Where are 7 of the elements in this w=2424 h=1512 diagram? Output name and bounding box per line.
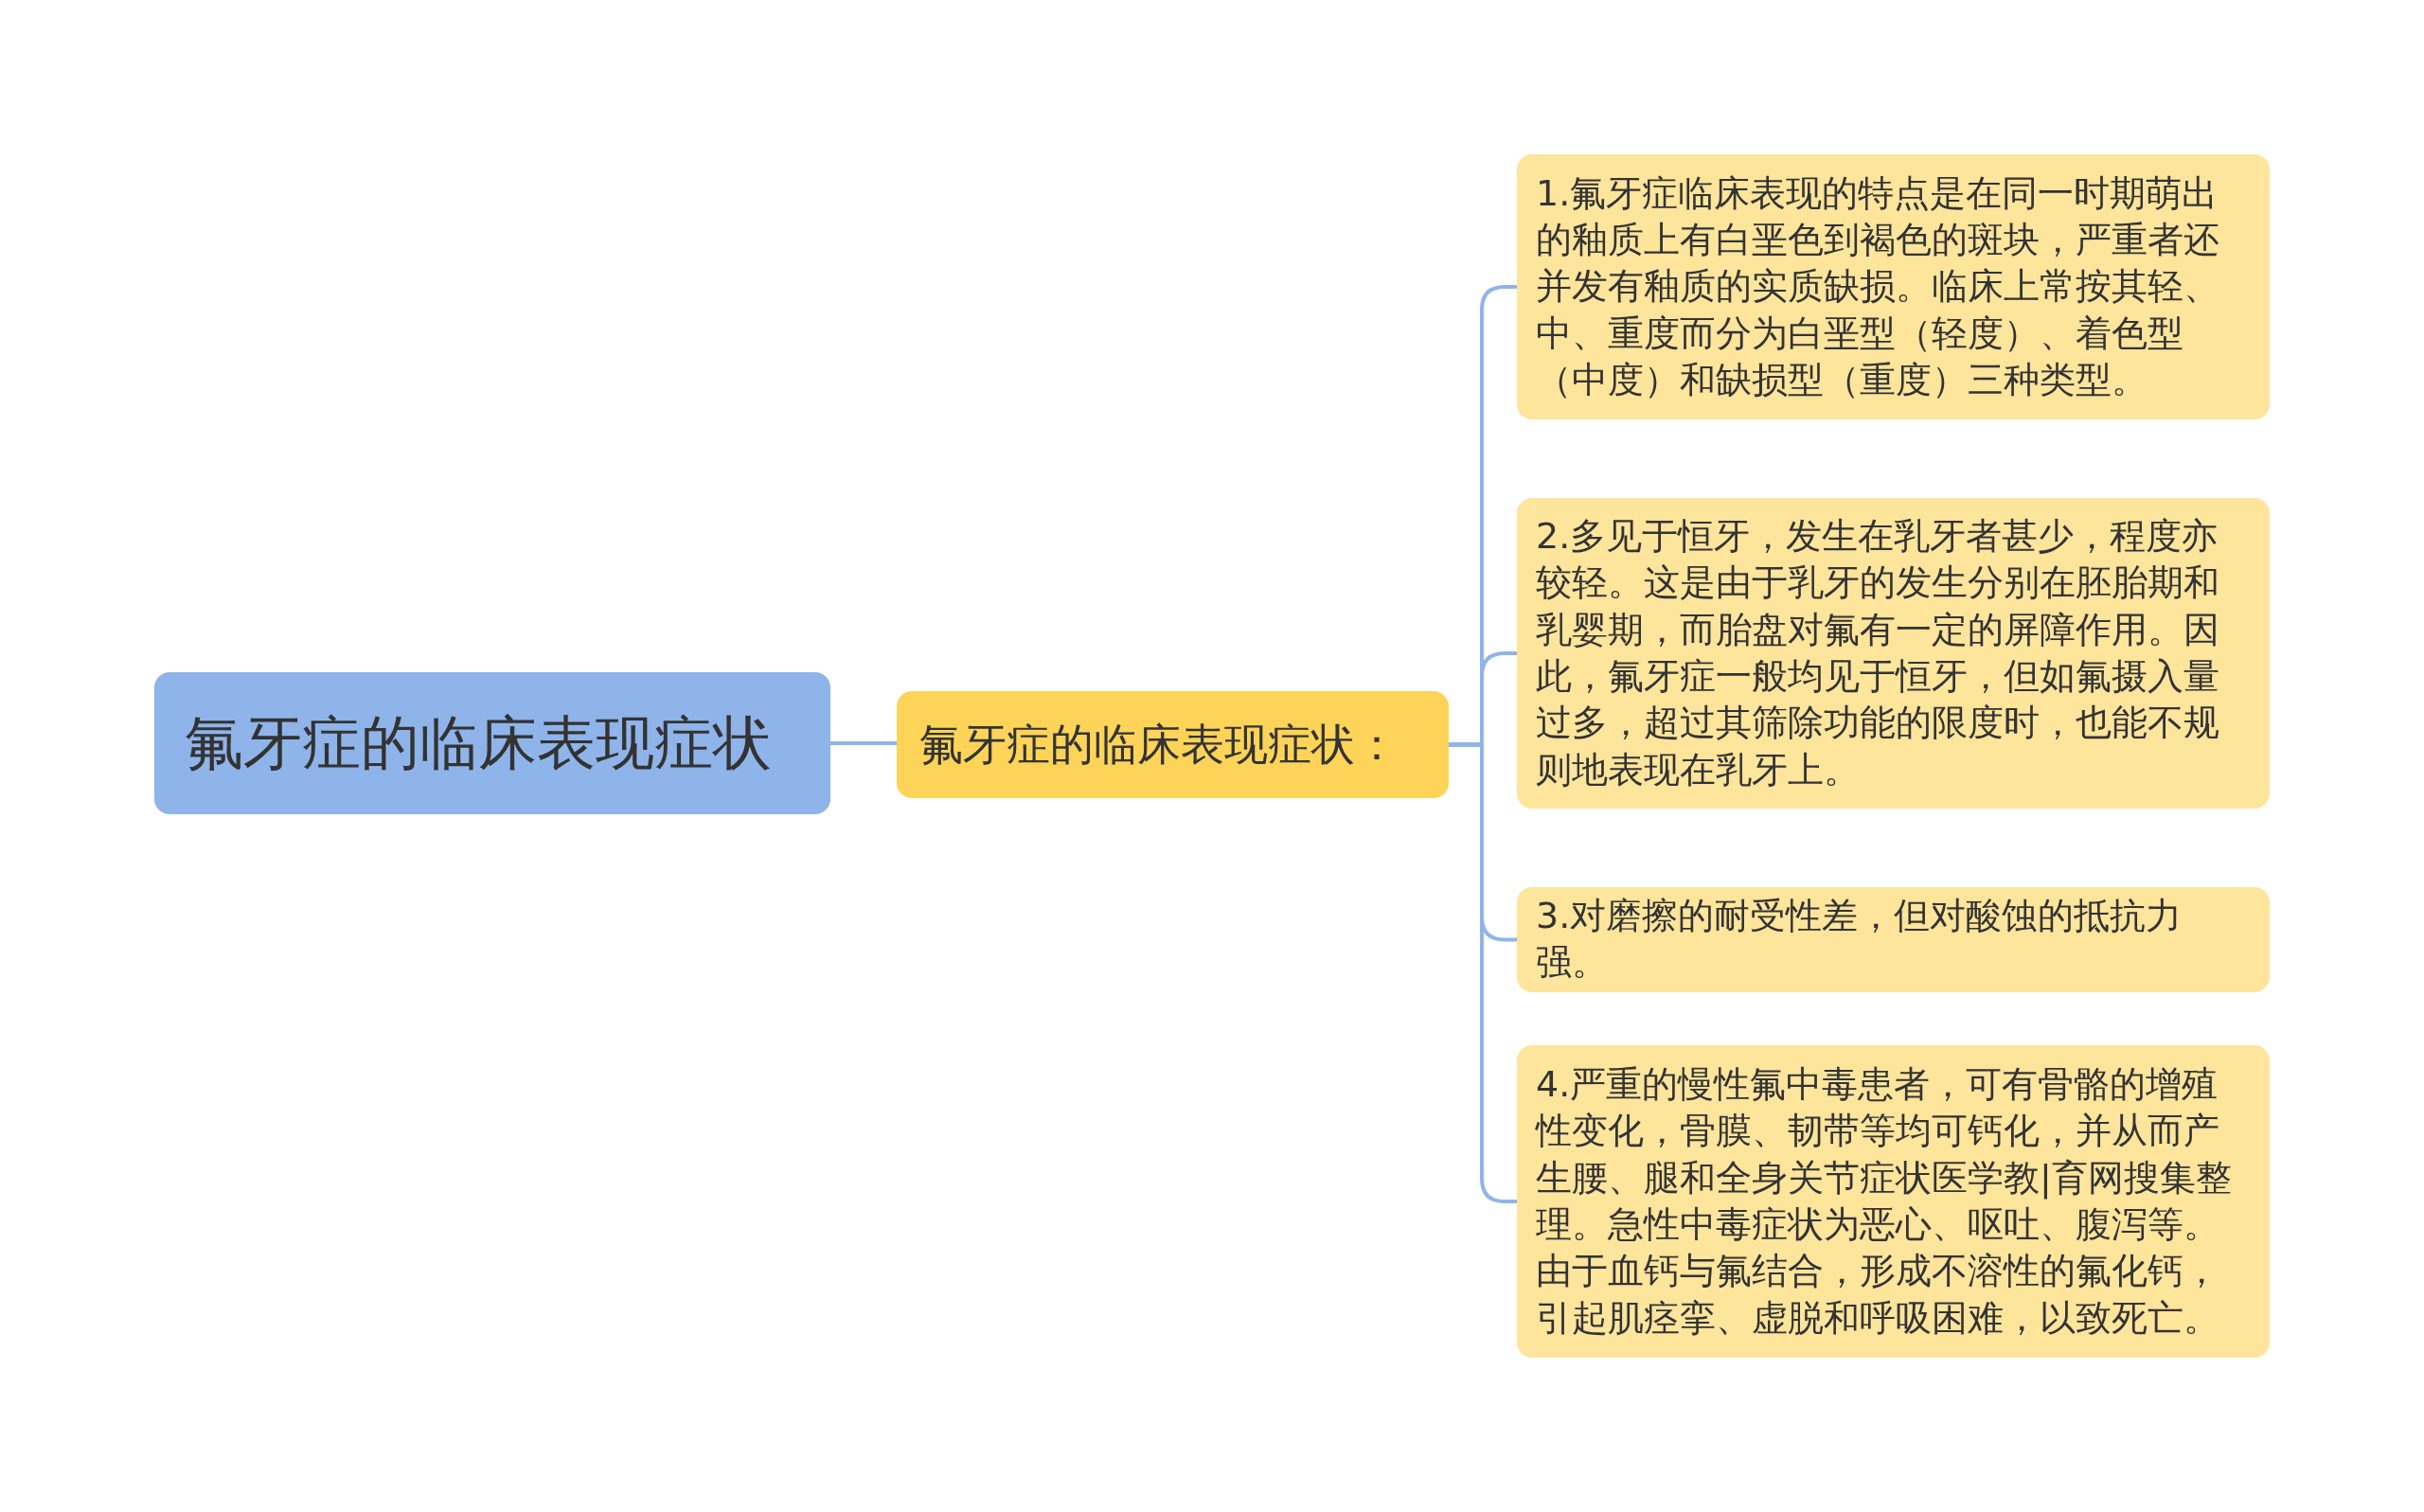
root-topic-box: 氟牙症的临床表现症状 (154, 672, 830, 814)
subtopic-box: 氟牙症的临床表现症状： (897, 691, 1449, 798)
connector-line (830, 741, 897, 745)
detail-box: 2.多见于恒牙，发生在乳牙者甚少，程度亦较轻。这是由于乳牙的发生分别在胚胎期和乳婴期，而胎盘对氟有一定的屏障作用。因此，氟牙症一般均见于恒牙，但如氟摄入量过多，超过其筛除功能的限度时，也能不规则地表现在乳牙上。 (1517, 498, 2270, 809)
detail-box: 4.严重的慢性氟中毒患者，可有骨骼的增殖性变化，骨膜、韧带等均可钙化，并从而产生腰、腿和全身关节症状医学教|育网搜集整理。急性中毒症状为恶心、呕吐、腹泻等。由于血钙与氟结合，形成不溶性的氟化钙，引起肌痉挛、虚脱和呼吸困难，以致死亡。 (1517, 1045, 2270, 1358)
detail-box: 3.对磨擦的耐受性差，但对酸蚀的抵抗力强。 (1517, 887, 2270, 992)
detail-box: 1.氟牙症临床表现的特点是在同一时期萌出的釉质上有白垩色到褐色的斑块，严重者还并发有釉质的实质缺损。临床上常按其轻、中、重度而分为白垩型（轻度）、着色型（中度）和缺损型（重度）三种类型。 (1517, 154, 2270, 419)
